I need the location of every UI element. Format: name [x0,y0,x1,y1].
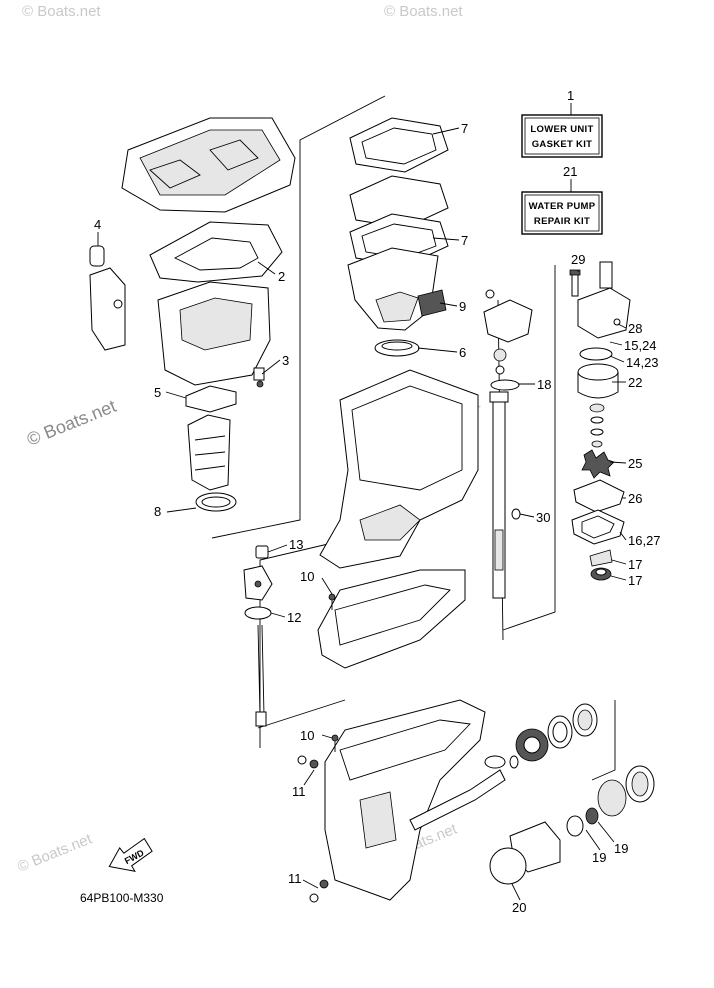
kit-1-line2: GASKET KIT [532,139,593,150]
part-3-bolt[interactable] [253,367,265,388]
part-17-seal-lower[interactable] [590,567,612,581]
part-5-gasket[interactable] [185,385,237,413]
callout-14-23: 14,23 [626,355,659,370]
watermark-bottom-left: © Boats.net [15,830,95,876]
part-forward-gear[interactable] [515,728,549,762]
part-upper-casing-body[interactable] [157,281,271,386]
part-18-o-ring[interactable] [490,348,520,391]
kit-21-line2: REPAIR KIT [534,216,590,227]
callout-18: 18 [537,377,551,392]
callout-leaders [97,127,627,901]
callout-16-27: 16,27 [628,533,661,548]
kit-21-line1: WATER PUMP [529,201,596,212]
part-11-plug-lower[interactable] [309,879,329,903]
part-plate-middle[interactable] [349,175,449,229]
fwd-arrow: FWD [108,837,153,872]
part-gearcase-lower[interactable] [324,699,486,901]
callout-7-lower: 7 [461,233,468,248]
part-gearcase-plate-upper[interactable] [317,569,466,669]
callout-19-right: 19 [614,841,628,856]
part-shaft-housing[interactable] [483,289,533,343]
part-drive-shaft[interactable] [489,391,509,599]
callout-17-lower: 17 [628,573,642,588]
callout-11-upper: 11 [292,784,306,799]
callout-19-left: 19 [592,850,606,865]
part-upper-casing-top[interactable] [121,117,296,213]
part-shift-rod[interactable] [255,624,267,727]
kit-lower-unit-gasket[interactable]: 1 LOWER UNIT GASKET KIT [521,88,603,158]
callout-17-upper: 17 [628,557,642,572]
part-12-o-ring[interactable] [244,606,272,620]
part-9-grommet[interactable] [417,289,447,317]
callout-numbers: 7 7 2 3 4 5 6 8 9 18 30 13 12 10 10 11 1… [94,121,661,915]
callout-3: 3 [282,353,289,368]
part-26-plate[interactable] [573,479,625,513]
part-16-27-gasket[interactable] [571,509,625,545]
watermark-top-left: © Boats.net [22,3,101,20]
callout-5: 5 [154,385,161,400]
part-22-pump-housing[interactable] [577,363,619,399]
callout-25: 25 [628,456,642,471]
part-13-plug[interactable] [255,545,269,559]
part-30-key[interactable] [511,508,521,520]
part-17-seal-upper[interactable] [589,549,613,567]
part-shift-housing[interactable] [243,565,273,601]
part-bearing-ring[interactable] [547,703,598,749]
callout-21: 21 [563,164,577,179]
callout-22: 22 [628,375,642,390]
part-adapter[interactable] [347,247,439,331]
kit-water-pump-repair[interactable]: 21 WATER PUMP REPAIR KIT [521,164,603,235]
part-8-seal[interactable] [195,492,237,512]
watermark-top-center: © Boats.net [384,3,463,20]
part-20-o-ring[interactable] [489,847,527,885]
part-propeller-shaft[interactable] [409,755,506,831]
part-7-gasket-top[interactable] [349,117,449,173]
callout-10-upper: 10 [300,569,314,584]
callout-7-top: 7 [461,121,468,136]
callout-1: 1 [567,88,574,103]
callout-13: 13 [289,537,303,552]
callout-10-lower: 10 [300,728,314,743]
callout-15-24: 15,24 [624,338,657,353]
part-11-plug-upper[interactable] [297,755,319,769]
part-pump-top-housing[interactable] [577,261,631,339]
part-reverse-gear-group[interactable] [509,765,655,873]
watermark-left: © Boats.net [24,396,119,450]
callout-4: 4 [94,217,101,232]
kit-1-line1: LOWER UNIT [530,124,593,135]
part-29-bolt[interactable] [569,269,581,297]
drawing-code: 64PB100-M330 [80,891,164,905]
callout-20: 20 [512,900,526,915]
part-6-seal[interactable] [374,339,420,357]
callout-28: 28 [628,321,642,336]
callout-11-lower: 11 [288,871,302,886]
part-lower-casing[interactable] [319,369,479,569]
callout-26: 26 [628,491,642,506]
part-25-impeller[interactable] [581,449,615,479]
callout-9: 9 [459,299,466,314]
part-4-pickup[interactable] [89,245,126,351]
part-water-tube[interactable] [187,414,231,491]
callout-29: 29 [571,252,585,267]
part-2-gasket-upper[interactable] [149,221,283,283]
part-washer-small[interactable] [509,755,519,769]
callout-30: 30 [536,510,550,525]
part-14-23-o-ring[interactable] [579,347,613,361]
callout-12: 12 [287,610,301,625]
part-pump-insert-stack[interactable] [589,403,605,448]
callout-6: 6 [459,345,466,360]
callout-2: 2 [278,269,285,284]
callout-8: 8 [154,504,161,519]
